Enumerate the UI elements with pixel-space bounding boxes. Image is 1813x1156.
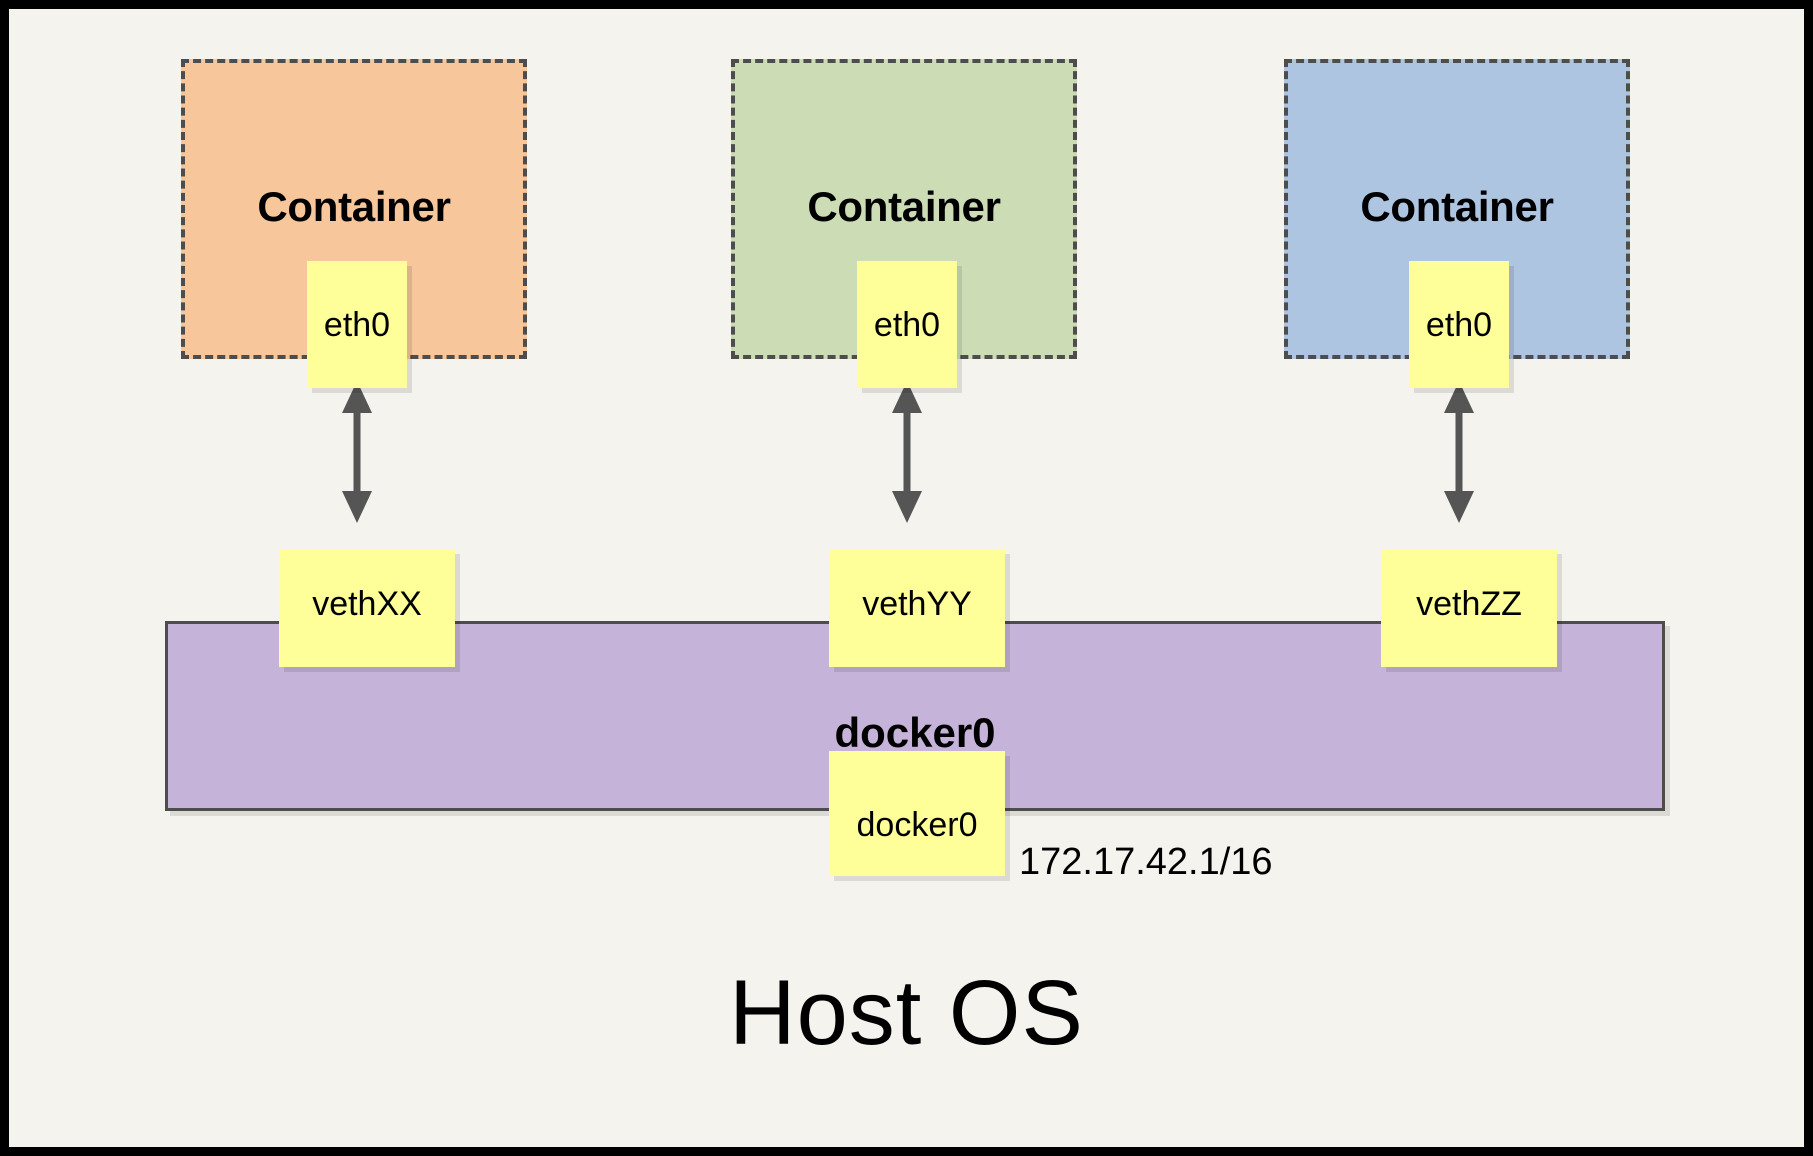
veth-link-arrow-2: [892, 381, 922, 523]
eth0-label-2: eth0: [873, 305, 941, 344]
docker0-bridge-title: docker0: [834, 709, 996, 756]
container-box-2: Container: [731, 59, 1077, 359]
vethyy-note: vethYY: [829, 549, 1005, 667]
eth0-note-1: eth0: [307, 261, 407, 388]
eth0-note-3: eth0: [1409, 261, 1509, 388]
docker0-interface-note: docker0: [829, 751, 1005, 876]
container-title-3: Container: [1360, 183, 1554, 230]
eth0-label-3: eth0: [1425, 305, 1493, 344]
host-os-label: Host OS: [729, 962, 1084, 1064]
eth0-note-2: eth0: [857, 261, 957, 388]
container-title-1: Container: [257, 183, 451, 230]
eth0-label-1: eth0: [323, 305, 391, 344]
vethzz-label: vethZZ: [1416, 585, 1522, 623]
vethyy-label: vethYY: [862, 585, 972, 623]
container-title-2: Container: [807, 183, 1001, 230]
diagram-canvas: docker0 Container eth0 vethXX Container …: [9, 9, 1804, 1147]
container-box-3: Container: [1284, 59, 1630, 359]
veth-link-arrow-3: [1444, 381, 1474, 523]
vethzz-note: vethZZ: [1381, 549, 1557, 667]
docker0-ip-label: 172.17.42.1/16: [1019, 841, 1273, 883]
docker0-interface-label: docker0: [856, 806, 978, 844]
veth-link-arrow-1: [342, 381, 372, 523]
vethxx-note: vethXX: [279, 549, 455, 667]
vethxx-label: vethXX: [312, 585, 422, 623]
